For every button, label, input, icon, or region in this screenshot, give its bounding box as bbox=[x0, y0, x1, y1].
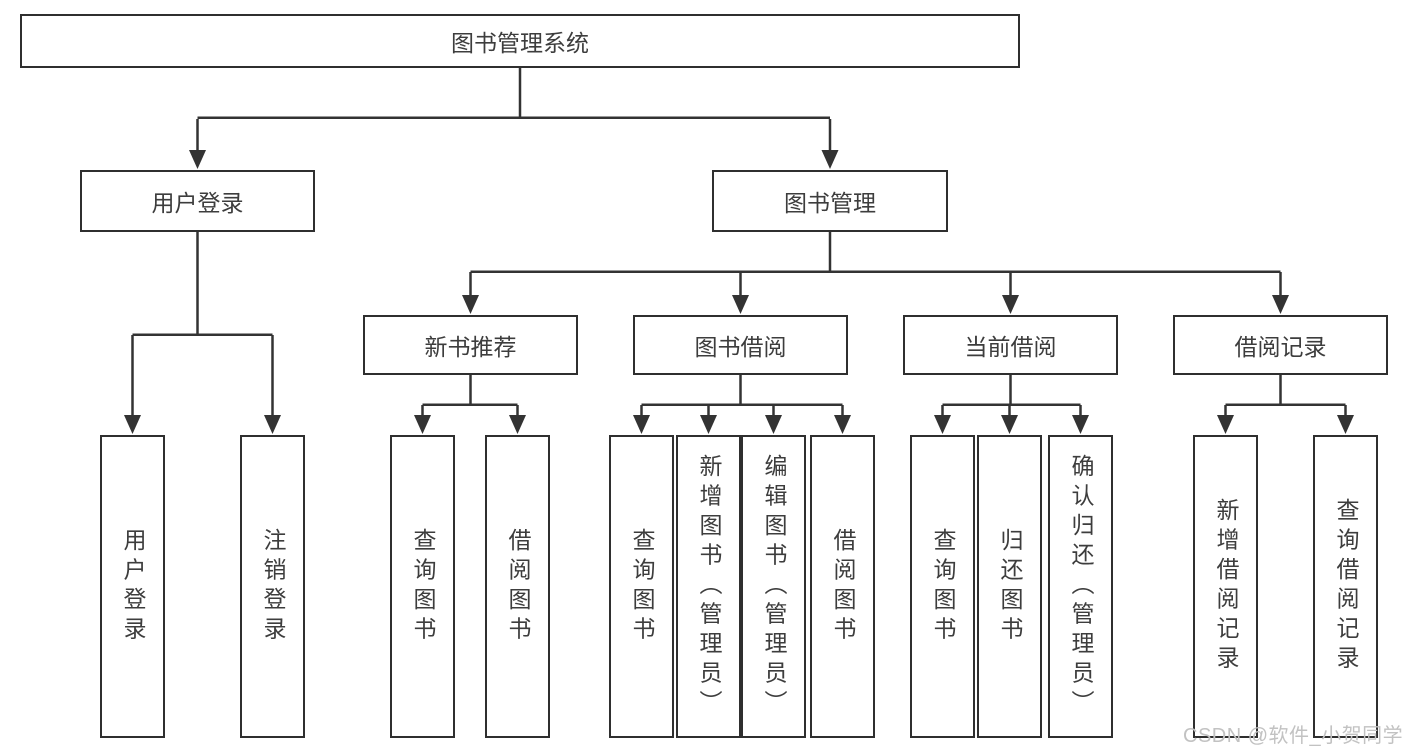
connector-book-borrow-to-leaves bbox=[633, 375, 851, 434]
node-borrow-records: 借阅记录 bbox=[1173, 315, 1388, 375]
arrowhead-icon bbox=[189, 150, 206, 169]
node-library-management-system: 图书管理系统 bbox=[20, 14, 1020, 68]
arrowhead-icon bbox=[1272, 295, 1289, 314]
leaf-edit-books-admin: 编辑图书（管理员） bbox=[741, 435, 806, 738]
connector-book-management-to-level3 bbox=[462, 232, 1289, 314]
node-new-book-recommend: 新书推荐 bbox=[363, 315, 578, 375]
node-label: 图书借阅 bbox=[694, 334, 787, 360]
node-book-management: 图书管理 bbox=[712, 170, 948, 232]
arrowhead-icon bbox=[934, 415, 951, 434]
leaf-add-books-admin: 新增图书（管理员） bbox=[676, 435, 741, 738]
node-label: 借阅图书 bbox=[505, 527, 531, 646]
arrowhead-icon bbox=[1001, 415, 1018, 434]
node-label: 用户登录 bbox=[151, 190, 244, 216]
arrowhead-icon bbox=[732, 295, 749, 314]
arrowhead-icon bbox=[765, 415, 782, 434]
node-label: 查询图书 bbox=[629, 527, 655, 646]
arrowhead-icon bbox=[264, 415, 281, 434]
arrowhead-icon bbox=[1072, 415, 1089, 434]
node-label: 当前借阅 bbox=[964, 334, 1057, 360]
arrowhead-icon bbox=[834, 415, 851, 434]
node-label: 用户登录 bbox=[120, 527, 146, 646]
node-label: 借阅记录 bbox=[1234, 334, 1327, 360]
leaf-query-books-recommend: 查询图书 bbox=[390, 435, 455, 738]
leaf-logout: 注销登录 bbox=[240, 435, 305, 738]
leaf-query-books-borrow: 查询图书 bbox=[609, 435, 674, 738]
node-book-borrow: 图书借阅 bbox=[633, 315, 848, 375]
leaf-borrow-books: 借阅图书 bbox=[810, 435, 875, 738]
node-label: 图书管理 bbox=[784, 190, 876, 216]
connector-borrow-records-to-leaves bbox=[1217, 375, 1354, 434]
leaf-add-borrow-record: 新增借阅记录 bbox=[1193, 435, 1258, 738]
node-user-login: 用户登录 bbox=[80, 170, 315, 232]
arrowhead-icon bbox=[124, 415, 141, 434]
node-label: 查询图书 bbox=[930, 527, 956, 646]
arrowhead-icon bbox=[509, 415, 526, 434]
node-label: 查询图书 bbox=[410, 527, 436, 646]
node-label: 归还图书 bbox=[997, 527, 1023, 646]
connector-user-login-to-leaves bbox=[124, 232, 281, 434]
arrowhead-icon bbox=[462, 295, 479, 314]
connector-current-borrow-to-leaves bbox=[934, 375, 1089, 434]
leaf-query-borrow-record: 查询借阅记录 bbox=[1313, 435, 1378, 738]
arrowhead-icon bbox=[700, 415, 717, 434]
leaf-confirm-return-admin: 确认归还（管理员） bbox=[1048, 435, 1113, 738]
connector-root-to-level2 bbox=[189, 68, 839, 169]
connector-new-book-recommend-to-leaves bbox=[414, 375, 526, 434]
node-label: 图书管理系统 bbox=[451, 30, 589, 56]
arrowhead-icon bbox=[633, 415, 650, 434]
arrowhead-icon bbox=[1217, 415, 1234, 434]
node-current-borrow: 当前借阅 bbox=[903, 315, 1118, 375]
leaf-return-books: 归还图书 bbox=[977, 435, 1042, 738]
node-label: 新书推荐 bbox=[424, 334, 517, 360]
node-label: 查询借阅记录 bbox=[1333, 498, 1359, 675]
node-label: 确认归还（管理员） bbox=[1068, 454, 1094, 719]
node-label: 新增图书（管理员） bbox=[696, 454, 722, 719]
arrowhead-icon bbox=[414, 415, 431, 434]
leaf-user-login: 用户登录 bbox=[100, 435, 165, 738]
arrowhead-icon bbox=[821, 150, 839, 169]
arrowhead-icon bbox=[1337, 415, 1354, 434]
node-label: 新增借阅记录 bbox=[1213, 498, 1239, 675]
arrowhead-icon bbox=[1002, 295, 1019, 314]
node-label: 编辑图书（管理员） bbox=[761, 454, 787, 719]
csdn-watermark: CSDN @软件_小贺同学 bbox=[1183, 725, 1404, 747]
leaf-query-books-current: 查询图书 bbox=[910, 435, 975, 738]
node-label: 借阅图书 bbox=[830, 527, 856, 646]
node-label: 注销登录 bbox=[260, 527, 286, 646]
leaf-borrow-books-recommend: 借阅图书 bbox=[485, 435, 550, 738]
